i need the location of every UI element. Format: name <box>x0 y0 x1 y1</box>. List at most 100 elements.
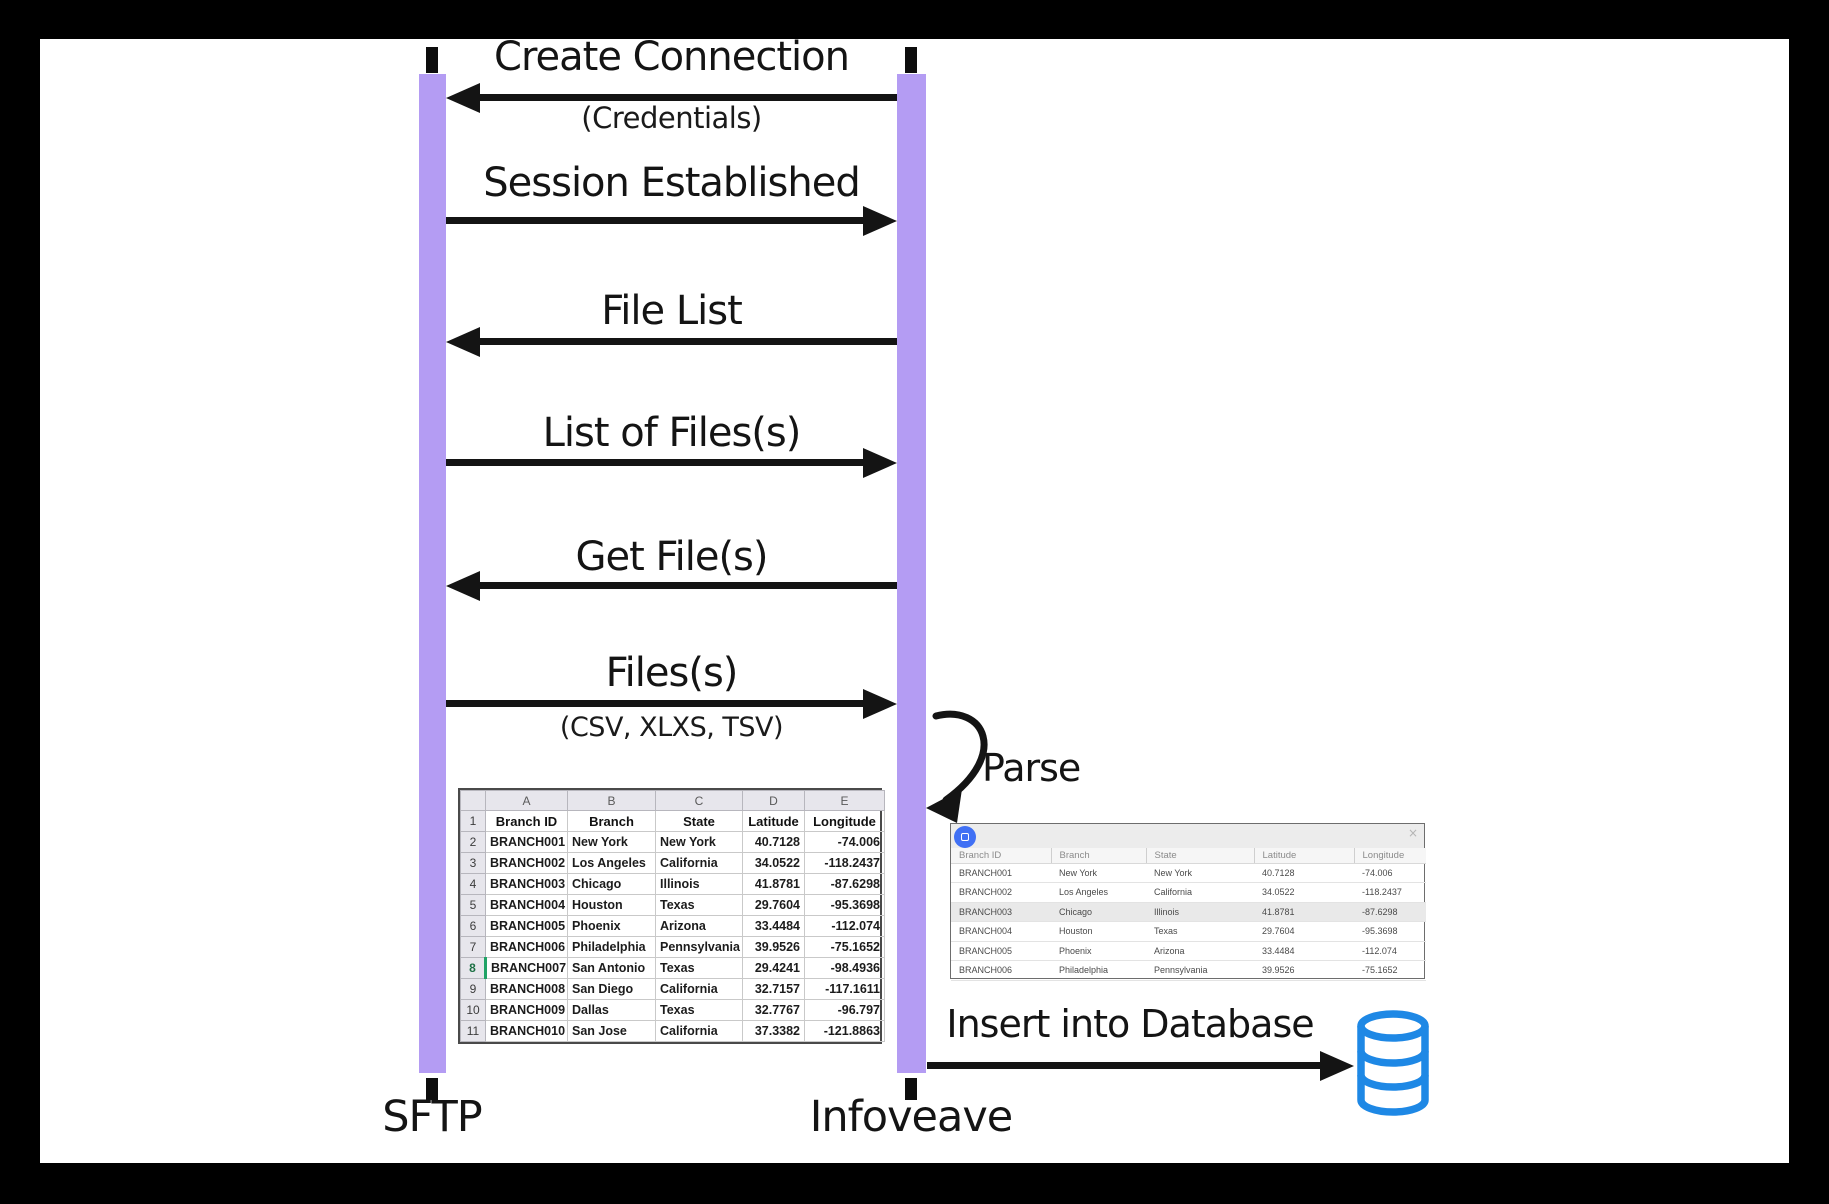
table-cell: New York <box>1146 863 1254 883</box>
excel-data-cell: BRANCH004 <box>485 894 568 916</box>
arrow-head-left-icon <box>446 82 480 113</box>
excel-data-cell: BRANCH010 <box>485 1020 568 1042</box>
message-arrow-files <box>446 688 897 719</box>
excel-column-letter: E <box>804 790 885 811</box>
arrow-shaft <box>446 700 873 707</box>
arrow-shaft <box>446 217 873 224</box>
table-cell: 40.7128 <box>1254 863 1354 883</box>
excel-data-cell: BRANCH007 <box>485 957 568 979</box>
table-header-cell: Latitude <box>1253 848 1354 864</box>
excel-column-letter: B <box>567 790 656 811</box>
message-label-list-of-files: List of Files(s) <box>542 410 802 456</box>
message-arrow-file-list <box>446 326 897 357</box>
message-arrow-session-established <box>446 205 897 236</box>
parse-label: Parse <box>982 746 1081 790</box>
excel-row-number: 9 <box>460 978 486 1000</box>
excel-data-cell: 37.3382 <box>742 1020 805 1042</box>
excel-data-cell: 29.7604 <box>742 894 805 916</box>
excel-row-number: 2 <box>460 831 486 853</box>
arrow-shaft <box>470 582 897 589</box>
excel-data-cell: BRANCH001 <box>485 831 568 853</box>
excel-data-cell: Los Angeles <box>567 852 656 874</box>
arrow-head-left-icon <box>446 326 480 357</box>
message-arrow-create-connection <box>446 82 897 113</box>
excel-data-cell: San Diego <box>567 978 656 1000</box>
table-cell: Illinois <box>1146 902 1254 922</box>
excel-data-cell: Texas <box>655 999 743 1021</box>
arrow-head-right-icon <box>863 688 897 719</box>
excel-data-cell: 40.7128 <box>742 831 805 853</box>
sftp-activation-bar <box>419 74 446 1073</box>
table-cell: Chicago <box>1051 902 1146 922</box>
excel-data-cell: -121.8863 <box>804 1020 885 1042</box>
close-icon: × <box>1407 826 1418 840</box>
excel-data-cell: New York <box>567 831 656 853</box>
arrow-head-right-icon <box>863 205 897 236</box>
arrow-shaft <box>446 459 873 466</box>
table-cell: 34.0522 <box>1254 882 1354 903</box>
excel-data-cell: -96.797 <box>804 999 885 1021</box>
sftp-lifeline-top-tick <box>426 47 438 73</box>
excel-data-cell: -98.4936 <box>804 957 885 979</box>
excel-data-cell: Houston <box>567 894 656 916</box>
excel-header-cell: Branch ID <box>485 810 568 832</box>
table-cell: Pennsylvania <box>1146 960 1254 981</box>
table-cell: BRANCH001 <box>951 863 1051 883</box>
table-cell: Phoenix <box>1051 941 1146 961</box>
table-cell: BRANCH005 <box>951 941 1051 961</box>
database-icon <box>1357 1010 1429 1116</box>
excel-data-cell: San Antonio <box>567 957 656 979</box>
excel-data-cell: Texas <box>655 894 743 916</box>
excel-header-cell: Longitude <box>804 810 885 832</box>
excel-data-cell: 39.9526 <box>742 936 805 958</box>
excel-data-cell: California <box>655 978 743 1000</box>
arrow-shaft <box>470 94 897 101</box>
excel-data-cell: California <box>655 852 743 874</box>
excel-data-cell: 41.8781 <box>742 873 805 895</box>
excel-corner-cell <box>460 790 486 811</box>
excel-data-cell: Texas <box>655 957 743 979</box>
arrow-head-right-icon <box>863 447 897 478</box>
excel-header-cell: State <box>655 810 743 832</box>
excel-data-cell: -75.1652 <box>804 936 885 958</box>
excel-data-cell: Illinois <box>655 873 743 895</box>
excel-data-cell: -95.3698 <box>804 894 885 916</box>
excel-data-cell: BRANCH005 <box>485 915 568 937</box>
excel-data-cell: 34.0522 <box>742 852 805 874</box>
infoveave-lifeline-bottom-tick <box>905 1078 917 1100</box>
excel-data-cell: California <box>655 1020 743 1042</box>
message-label-file-list: File List <box>601 288 743 334</box>
message-arrow-list-of-files <box>446 447 897 478</box>
table-cell: Philadelphia <box>1051 960 1146 981</box>
excel-data-cell: 32.7767 <box>742 999 805 1021</box>
excel-row-number: 5 <box>460 894 486 916</box>
table-cell: Texas <box>1146 921 1254 942</box>
table-cell: -112.074 <box>1354 941 1426 961</box>
table-cell: BRANCH004 <box>951 921 1051 942</box>
excel-header-cell: Latitude <box>742 810 805 832</box>
excel-column-letter: D <box>742 790 805 811</box>
excel-row-number: 3 <box>460 852 486 874</box>
excel-header-cell: Branch <box>567 810 656 832</box>
excel-data-cell: -74.006 <box>804 831 885 853</box>
excel-row-number: 1 <box>460 810 486 832</box>
excel-data-cell: 32.7157 <box>742 978 805 1000</box>
excel-data-cell: 29.4241 <box>742 957 805 979</box>
table-cell: Arizona <box>1146 941 1254 961</box>
excel-data-cell: BRANCH009 <box>485 999 568 1021</box>
